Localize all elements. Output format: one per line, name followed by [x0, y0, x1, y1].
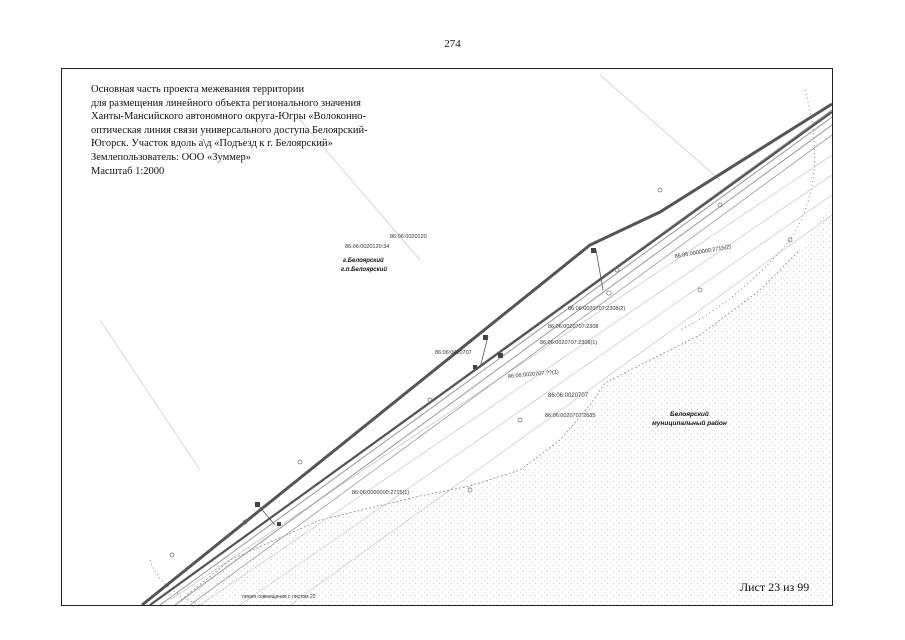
map-frame: [61, 68, 833, 606]
sheet-number: Лист 23 из 99: [740, 580, 810, 594]
district-boundary: [174, 249, 801, 605]
place-label: г.п.Белоярский: [341, 266, 387, 273]
title-line: Основная часть проекта межевания террито…: [91, 84, 305, 95]
map-scale: Масштаб 1:2000: [91, 165, 165, 177]
parcel-label: 86:06:0020707: [435, 350, 472, 356]
page-number: 274: [444, 38, 461, 50]
parcel-label: 86:06:0020707:2308(1): [540, 340, 597, 346]
project-boundary: [141, 102, 832, 605]
parcel-label: 86:06:0020120:34: [345, 244, 389, 250]
title-line: Югорск. Участок вдоль а\д «Подъезд к г. …: [91, 138, 333, 150]
parcel-label: 86:06:0000000:2715(2): [674, 244, 732, 260]
title-line: оптическая линия связи универсального до…: [91, 124, 368, 136]
hatched-edge: [679, 89, 816, 331]
parcel-label: 86:06:0020707:2635: [545, 413, 595, 419]
sheet-join-label: линия совмещения с листом 22: [242, 594, 316, 600]
place-label: муниципальный район: [652, 419, 727, 427]
parcel-label: 86:06:0020707:??(1): [508, 370, 560, 380]
place-label: Белоярский: [670, 410, 709, 418]
parcel-label: 86:06:0020707: [548, 393, 589, 399]
parcel-label: 86:06:0020707:2308: [548, 324, 598, 330]
parcel-label: 86:06:0000000:2715(1): [352, 490, 409, 496]
project-boundary-lower: [149, 111, 832, 605]
parcel-label: 86:06:0020707:2308(2): [568, 306, 625, 312]
parcel-label: 86:06:0020120: [390, 234, 427, 240]
district-area: [175, 200, 832, 605]
place-label: г.Белоярский: [343, 257, 384, 264]
title-line: для размещения линейного объекта региона…: [91, 97, 361, 109]
title-block: Основная часть проекта межевания террито…: [91, 83, 391, 178]
land-user: Землепользователь: ООО «Зуммер»: [91, 151, 252, 163]
title-line: Ханты-Мансийского автономного округа-Югр…: [91, 111, 366, 123]
